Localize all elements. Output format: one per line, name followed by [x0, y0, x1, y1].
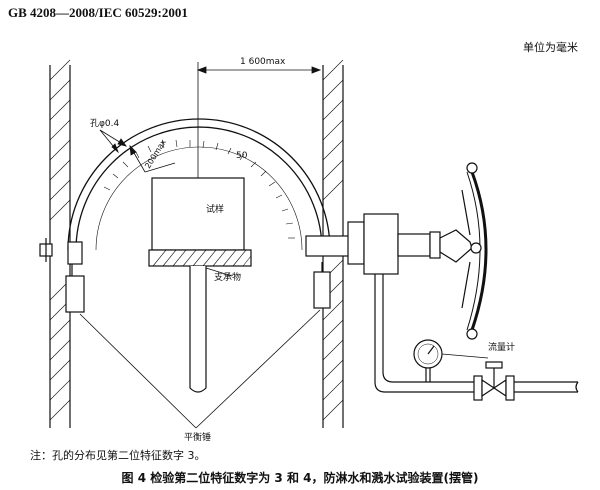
- valve: [473, 361, 579, 401]
- flowmeter-label: 流量计: [488, 343, 516, 353]
- scale-value-label: 50: [236, 151, 248, 161]
- left-pivot: [39, 238, 83, 276]
- figure-note: 注：孔的分布见第二位特征数字 3。: [30, 449, 206, 462]
- specimen-label: 试样: [206, 205, 225, 215]
- span-dimension-line: [196, 62, 322, 178]
- support-stem: [189, 266, 207, 393]
- oscillating-tube: [67, 118, 331, 251]
- handwheel: [439, 162, 488, 340]
- left-counterweight: [65, 275, 85, 313]
- span-dimension-label: 1 600max: [240, 57, 286, 67]
- support-plate: [148, 249, 252, 267]
- right-counterweight: [313, 262, 331, 309]
- right-pivot-connector: [305, 213, 441, 275]
- specimen-box: [151, 177, 245, 251]
- flowmeter: [413, 339, 489, 382]
- left-frame: [49, 59, 71, 428]
- hole-leader-lines: [99, 129, 127, 154]
- support-label: 支承物: [214, 273, 242, 283]
- unit-note: 单位为毫米: [523, 41, 578, 54]
- counterweight-leader-lines: [79, 309, 321, 429]
- water-supply-pipe: [374, 274, 480, 393]
- hole-diameter-label: 孔φ0.4: [90, 119, 120, 129]
- support-leader-line: [205, 267, 233, 277]
- arc-scale-ticks: [95, 139, 303, 251]
- radius-dimension-line: [129, 144, 176, 173]
- counterweight-label: 平衡锤: [184, 433, 212, 443]
- standard-id: GB 4208—2008/IEC 60529:2001: [8, 5, 188, 20]
- figure-caption: 图 4 检验第二位特征数字为 3 和 4，防淋水和溅水试验装置(摆管): [121, 471, 479, 485]
